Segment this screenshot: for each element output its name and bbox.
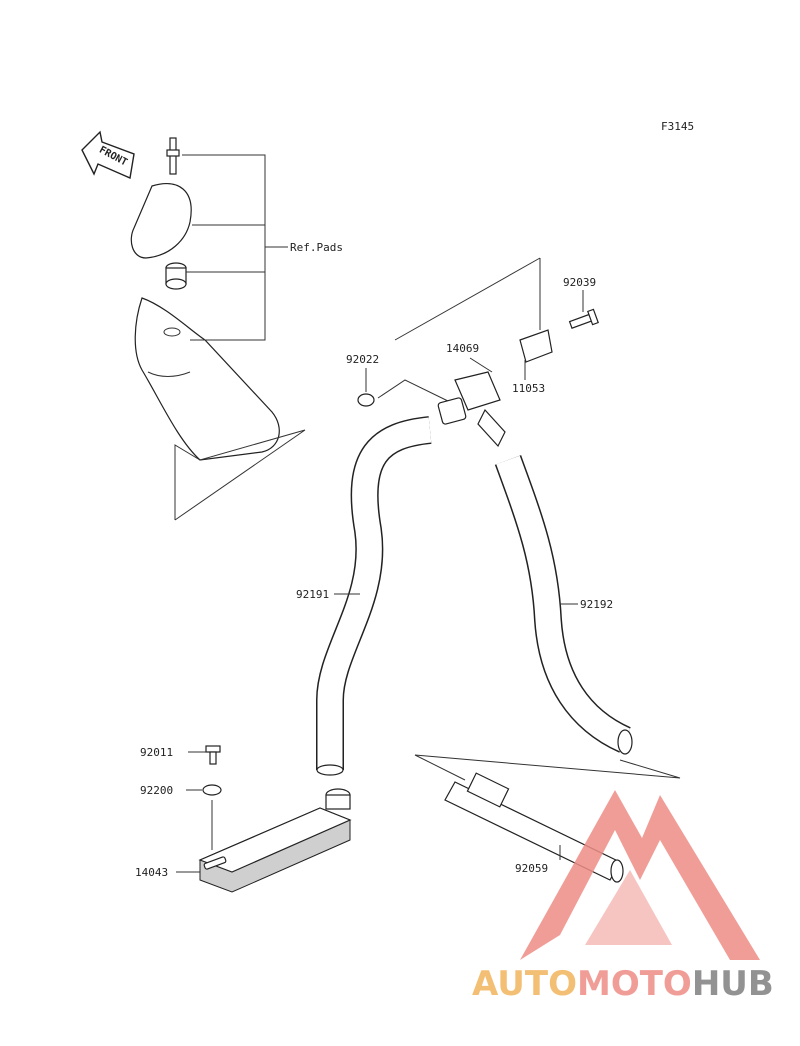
collar-part [165, 262, 187, 290]
washer-92022-part [357, 393, 375, 407]
label-92022: 92022 [346, 353, 379, 366]
diagram-code: F3145 [661, 120, 694, 133]
upper-guard-assembly [130, 137, 306, 521]
label-14069: 14069 [446, 342, 479, 355]
watermark-part-2: MOTO [577, 964, 692, 1004]
front-arrow-icon: FRONT [81, 130, 135, 180]
label-92192: 92192 [580, 598, 613, 611]
label-92039: 92039 [563, 276, 596, 289]
screw-92011-part [205, 745, 221, 765]
hose-92191-part [316, 416, 432, 770]
watermark-logo: AUTOMOTOHUB [472, 790, 774, 1004]
guard-part [134, 297, 280, 461]
bracket-11053-part [519, 329, 553, 363]
label-92011: 92011 [140, 746, 173, 759]
label-92191: 92191 [296, 588, 329, 601]
plate-14043-part [198, 788, 352, 893]
pad-part [130, 183, 192, 259]
svg-text:AUTOMOTOHUB: AUTOMOTOHUB [472, 964, 774, 1004]
connector-14069-part [437, 371, 506, 448]
washer-92200-part [202, 784, 222, 796]
label-11053: 11053 [512, 382, 545, 395]
pipe-92059-part [444, 772, 624, 883]
watermark-part-3: HUB [692, 964, 774, 1004]
watermark-part-1: AUTO [472, 964, 577, 1004]
bolt-92039-part [568, 308, 599, 329]
label-ref-pads: Ref.Pads [290, 241, 343, 254]
bolt-part [166, 137, 180, 175]
label-92200: 92200 [140, 784, 173, 797]
label-14043: 14043 [135, 866, 168, 879]
label-92059: 92059 [515, 862, 548, 875]
